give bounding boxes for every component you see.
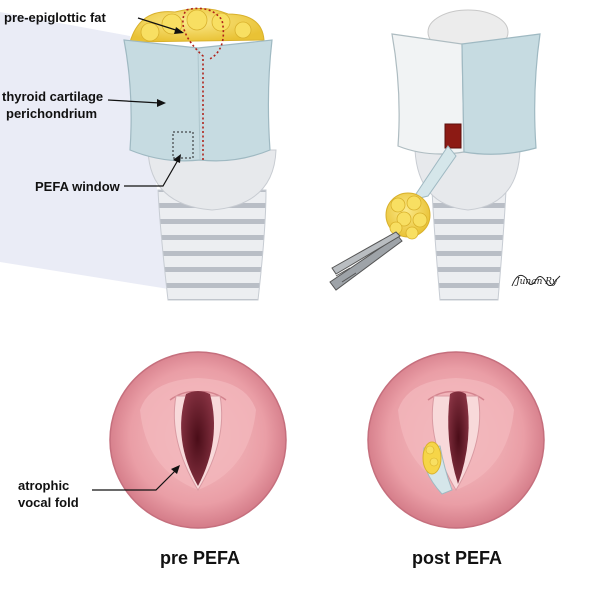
label-atrophic: atrophic [18,478,70,493]
thyroid-cartilage-left [123,39,273,162]
label-vocal-fold: vocal fold [18,495,79,510]
trachea-left [157,189,267,301]
fat-strip [410,145,457,201]
label-pefa-window: PEFA window [35,179,120,194]
endoscopic-view-post [367,351,545,529]
trachea-right [431,189,507,301]
perichondrium-flap [461,33,541,155]
harvested-fat [385,192,431,240]
caption-pre-pefa: pre PEFA [160,548,241,568]
label-pre-epiglottic-fat: pre-epiglottic fat [4,10,106,25]
leader-window [124,159,179,187]
pre-epiglottic-fat-blob [129,8,265,43]
endoscopic-view-pre [92,351,287,529]
glottic-gap-post [448,391,469,484]
forceps [329,231,403,291]
label-thyroid-cartilage: thyroid cartilage [2,89,104,104]
leader-fat [137,17,183,33]
larynx-post-diagram [329,9,561,301]
caption-post-pefa: post PEFA [412,548,503,568]
larynx-pre-diagram [0,7,277,301]
perichondrium-flap-outline [182,7,225,160]
leader-atrophic [92,469,177,491]
cricoid-left [147,149,277,211]
label-perichondrium: perichondrium [6,106,98,121]
pefa-window-outline [172,131,194,159]
leader-thyroid [107,99,161,104]
injected-fat [422,441,453,495]
signature-text: Junan Ry [516,277,557,287]
glottic-gap-pre [181,391,214,486]
signature-mark [511,274,561,287]
pefa-window-opened [444,123,462,149]
